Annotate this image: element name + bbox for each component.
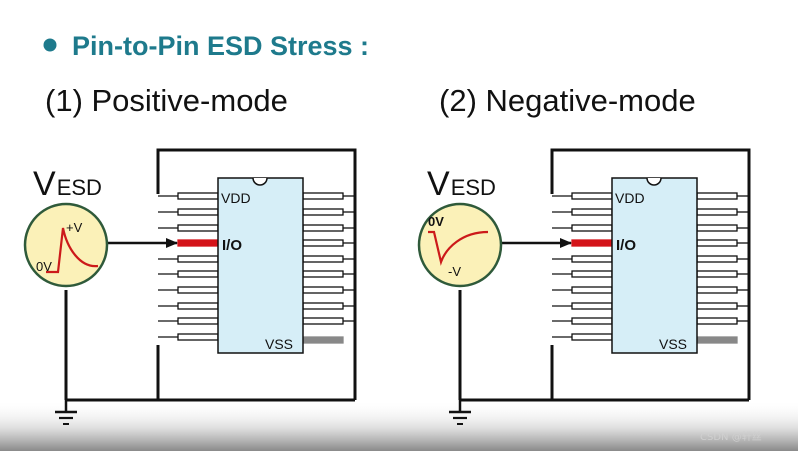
right-pin [302,255,344,263]
right-pin [696,302,738,310]
left-pin [177,302,219,310]
left-pin [571,255,613,263]
right-pin [302,208,344,216]
panel-heading: (2) Negative-mode [439,83,696,118]
right-pin [696,224,738,232]
left-pin [571,302,613,310]
frame-wire [550,148,751,400]
left-pin [177,192,219,200]
left-pin [571,317,613,325]
right-pin [302,286,344,294]
ground-icon [55,400,77,425]
vss-label: VSS [659,336,687,352]
vss-pin [696,336,738,344]
io-pin [571,239,613,247]
page-title: Pin-to-Pin ESD Stress : [72,31,369,61]
vss-label: VSS [265,336,293,352]
left-pin [177,255,219,263]
chip-notch [252,177,268,186]
pulse-bottom-label: 0V [36,259,52,274]
right-pin [302,270,344,278]
left-pin [177,270,219,278]
bottom-shade [0,400,798,451]
right-pin [302,192,344,200]
right-pin [696,286,738,294]
vesd-label: VESD [33,165,102,203]
left-pin [571,286,613,294]
right-pin [696,270,738,278]
left-pin [177,333,219,341]
negative-pulse-waveform [428,230,489,266]
vdd-label: VDD [615,190,645,206]
title-bullet-icon [43,38,57,52]
watermark: CSDN @轩丝 [700,430,762,443]
left-pin [177,224,219,232]
right-pin [696,255,738,263]
left-pin [571,208,613,216]
io-pin [177,239,219,247]
io-label: I/O [616,237,636,254]
left-pin [177,317,219,325]
left-pin [571,333,613,341]
left-pin [177,208,219,216]
right-pin [302,224,344,232]
frame-wire [156,148,357,400]
vesd-label: VESD [427,165,496,203]
esd-source [23,202,109,288]
left-pin [571,224,613,232]
pulse-bottom-label: -V [448,264,461,279]
pulse-top-label: +V [66,220,83,235]
ic-chip [217,177,304,354]
left-pin [177,286,219,294]
positive-pulse-waveform [46,227,99,274]
vss-pin [302,336,344,344]
left-pin [571,192,613,200]
pulse-top-label: 0V [428,214,444,229]
ground-symbols [55,398,749,425]
right-pin [696,239,738,247]
esd-source [417,202,503,288]
ic-chip [611,177,698,354]
right-pin [302,302,344,310]
ground-icon [449,400,471,425]
right-pin [696,192,738,200]
right-pin [696,208,738,216]
panel-heading: (1) Positive-mode [45,83,288,118]
left-pin [571,270,613,278]
right-pin [302,239,344,247]
chip-notch [646,177,662,186]
right-pin [302,317,344,325]
vdd-label: VDD [221,190,251,206]
io-label: I/O [222,237,242,254]
right-pin [696,317,738,325]
